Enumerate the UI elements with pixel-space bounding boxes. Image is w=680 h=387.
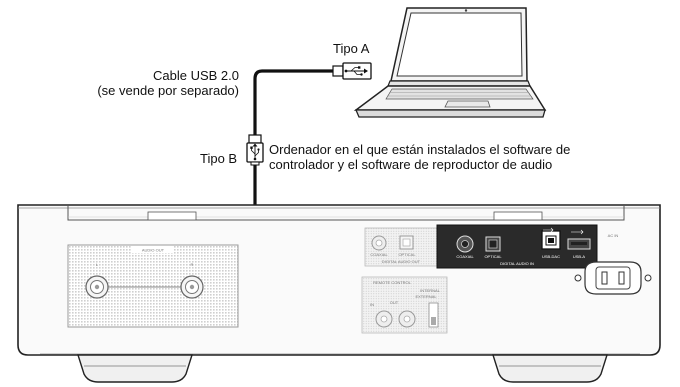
laptop-icon bbox=[353, 7, 547, 118]
coaxial-input-jack bbox=[456, 235, 474, 253]
svg-text:OUT: OUT bbox=[390, 300, 399, 305]
audio-out-right-jack bbox=[180, 275, 204, 299]
digital-audio-out-section: COAXIAL OPTICAL DIGITAL AUDIO OUT bbox=[364, 227, 438, 267]
type-b-label: Tipo B bbox=[200, 151, 238, 166]
remote-control-section: REMOTE CONTROL INTERNAL EXTERNAL IN OUT bbox=[361, 276, 448, 334]
cable-label-line1: Cable USB 2.0 bbox=[153, 68, 239, 83]
right-foot bbox=[492, 354, 608, 383]
ac-in-socket: AC IN bbox=[574, 233, 652, 295]
cable-label-line2: (se vende por separado) bbox=[97, 83, 239, 98]
usb-type-b-plug-icon bbox=[246, 134, 264, 166]
svg-text:OPTICAL: OPTICAL bbox=[398, 252, 416, 257]
svg-text:IN: IN bbox=[370, 302, 374, 307]
svg-text:DIGITAL AUDIO IN: DIGITAL AUDIO IN bbox=[500, 261, 534, 266]
computer-label-line2: controlador y el software de reproductor… bbox=[269, 157, 553, 172]
svg-text:COAXIAL: COAXIAL bbox=[456, 254, 474, 259]
type-a-label: Tipo A bbox=[333, 41, 370, 56]
usb-type-a-plug-icon bbox=[332, 62, 372, 80]
svg-text:L: L bbox=[96, 262, 99, 267]
digital-audio-in-section: COAXIAL OPTICAL USB-DAC USB-A DIGITAL AU… bbox=[436, 224, 598, 269]
svg-text:INTERNAL: INTERNAL bbox=[420, 288, 441, 293]
svg-text:OPTICAL: OPTICAL bbox=[484, 254, 502, 259]
usb-a-port bbox=[567, 238, 591, 250]
svg-text:USB-DAC: USB-DAC bbox=[542, 254, 560, 259]
svg-text:DIGITAL AUDIO OUT: DIGITAL AUDIO OUT bbox=[382, 259, 421, 264]
svg-text:REMOTE CONTROL: REMOTE CONTROL bbox=[373, 280, 412, 285]
usb-dac-port bbox=[541, 230, 561, 250]
svg-text:USB-A: USB-A bbox=[573, 254, 586, 259]
svg-text:AUDIO OUT: AUDIO OUT bbox=[142, 248, 165, 253]
left-foot bbox=[77, 354, 193, 383]
optical-input-jack bbox=[485, 236, 501, 252]
computer-label-line1: Ordenador en el que están instalados el … bbox=[269, 142, 571, 157]
audio-out-section: AUDIO OUT L R bbox=[67, 244, 239, 328]
svg-text:COAXIAL: COAXIAL bbox=[370, 252, 388, 257]
usb-cable bbox=[253, 69, 333, 135]
audio-out-left-jack bbox=[85, 275, 109, 299]
svg-text:R: R bbox=[191, 262, 194, 267]
svg-text:EXTERNAL: EXTERNAL bbox=[415, 294, 437, 299]
svg-text:AC IN: AC IN bbox=[608, 233, 619, 238]
